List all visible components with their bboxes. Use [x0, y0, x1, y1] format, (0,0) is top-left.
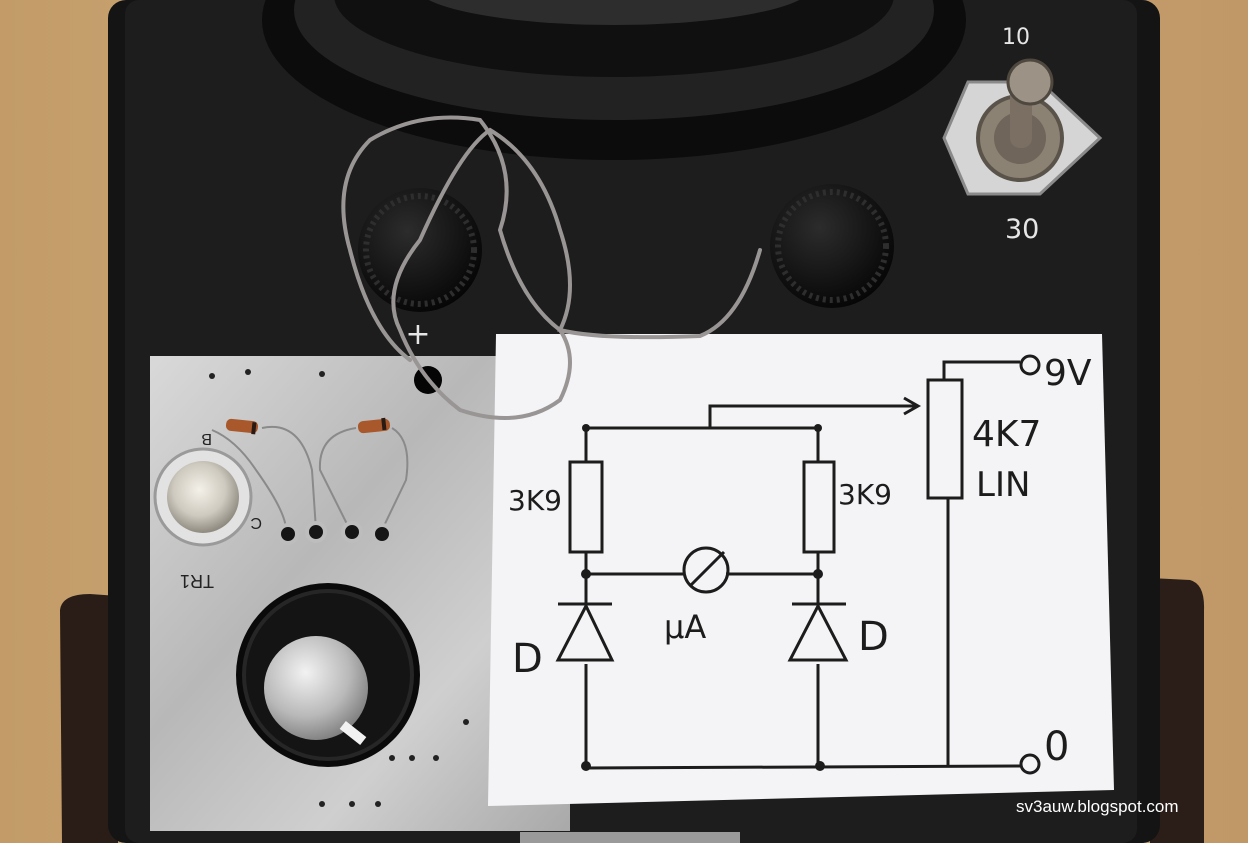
range-toggle-switch[interactable] [942, 58, 1103, 196]
schematic-lines [568, 354, 1041, 775]
bottom-clip [520, 832, 740, 843]
switch-lever-tip [1006, 58, 1054, 106]
meter-window [428, 0, 800, 25]
diode-left-label: D [512, 636, 543, 682]
positive-terminal-post[interactable] [358, 188, 482, 312]
transistor-label: TR1 [180, 571, 214, 591]
schematic-diodes [555, 602, 849, 662]
diode-right-label: D [858, 614, 889, 660]
supply-voltage-label: 9V [1044, 353, 1092, 394]
left-handle [60, 594, 118, 843]
diode-left-component [211, 418, 317, 531]
ground-label: 0 [1044, 724, 1069, 770]
test-lead-wire [341, 115, 762, 420]
microammeter-label: μA [664, 608, 706, 646]
resistor-right-label: 3K9 [838, 478, 892, 511]
negative-terminal-post[interactable] [770, 184, 894, 308]
schematic-paper [488, 334, 1114, 806]
diode-right-component [318, 417, 409, 531]
pot-taper-label: LIN [976, 465, 1030, 505]
schematic-junctions [581, 424, 825, 771]
switch-label-top: 10 [1002, 25, 1030, 50]
meter-bezel-inner [334, 0, 894, 77]
base-pin-label: B [201, 430, 212, 447]
switch-label-bottom: 30 [1005, 214, 1039, 245]
collector-pin-label: C [250, 514, 262, 531]
adjustment-knob[interactable] [236, 583, 420, 767]
terminal-plus-label: + [405, 317, 430, 352]
circuit-pins [277, 521, 393, 545]
pot-value-label: 4K7 [972, 414, 1041, 455]
transistor-socket[interactable] [153, 447, 253, 547]
resistor-left-label: 3K9 [508, 484, 562, 517]
watermark: sv3auw.blogspot.com [1016, 797, 1179, 816]
board-rivets [209, 369, 469, 807]
right-handle [1150, 578, 1205, 843]
